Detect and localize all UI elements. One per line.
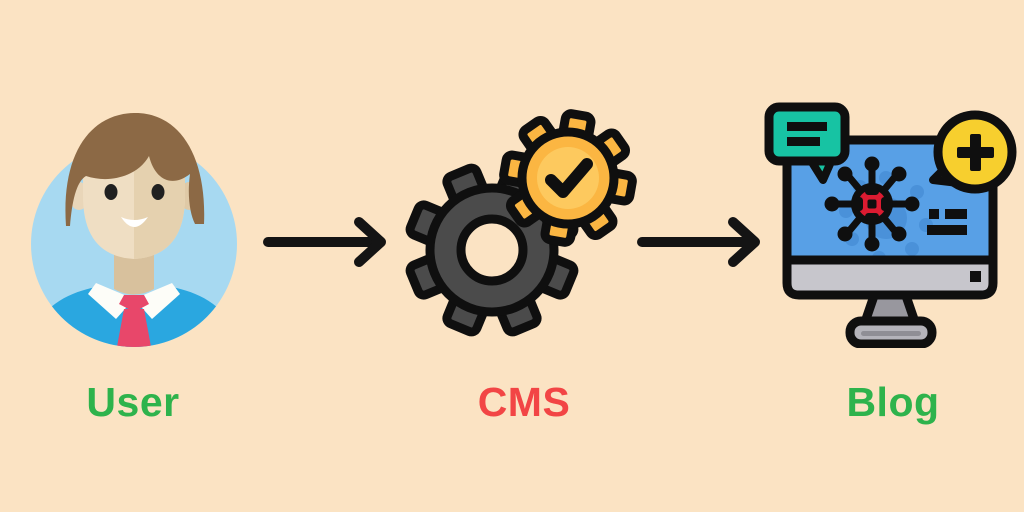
avatar-smile: [121, 217, 148, 227]
gears-settings-icon: [405, 109, 637, 337]
avatar-eye: [104, 184, 118, 200]
avatar-tie: [116, 295, 152, 347]
screen-text-lines: [927, 209, 967, 235]
arrow-right-icon: [263, 217, 386, 267]
blog-monitor-icon: [764, 102, 1017, 348]
user-avatar-icon: [31, 112, 237, 347]
comment-bubble-icon: [764, 102, 850, 184]
dark-gear-hole: [456, 214, 528, 286]
avatar-hair: [65, 112, 205, 226]
virus-network-icon: [824, 156, 920, 252]
node-label-cms: CMS: [477, 379, 571, 425]
check-gear: [499, 109, 637, 247]
monitor-bezel: [782, 255, 998, 300]
node-label-user: User: [86, 379, 180, 425]
checkmark-icon: [545, 158, 593, 198]
power-button: [970, 271, 981, 282]
arrow-right-icon: [637, 217, 760, 267]
avatar-eye: [151, 184, 165, 200]
add-bubble-icon: [929, 110, 1017, 194]
node-label-blog: Blog: [846, 379, 940, 425]
